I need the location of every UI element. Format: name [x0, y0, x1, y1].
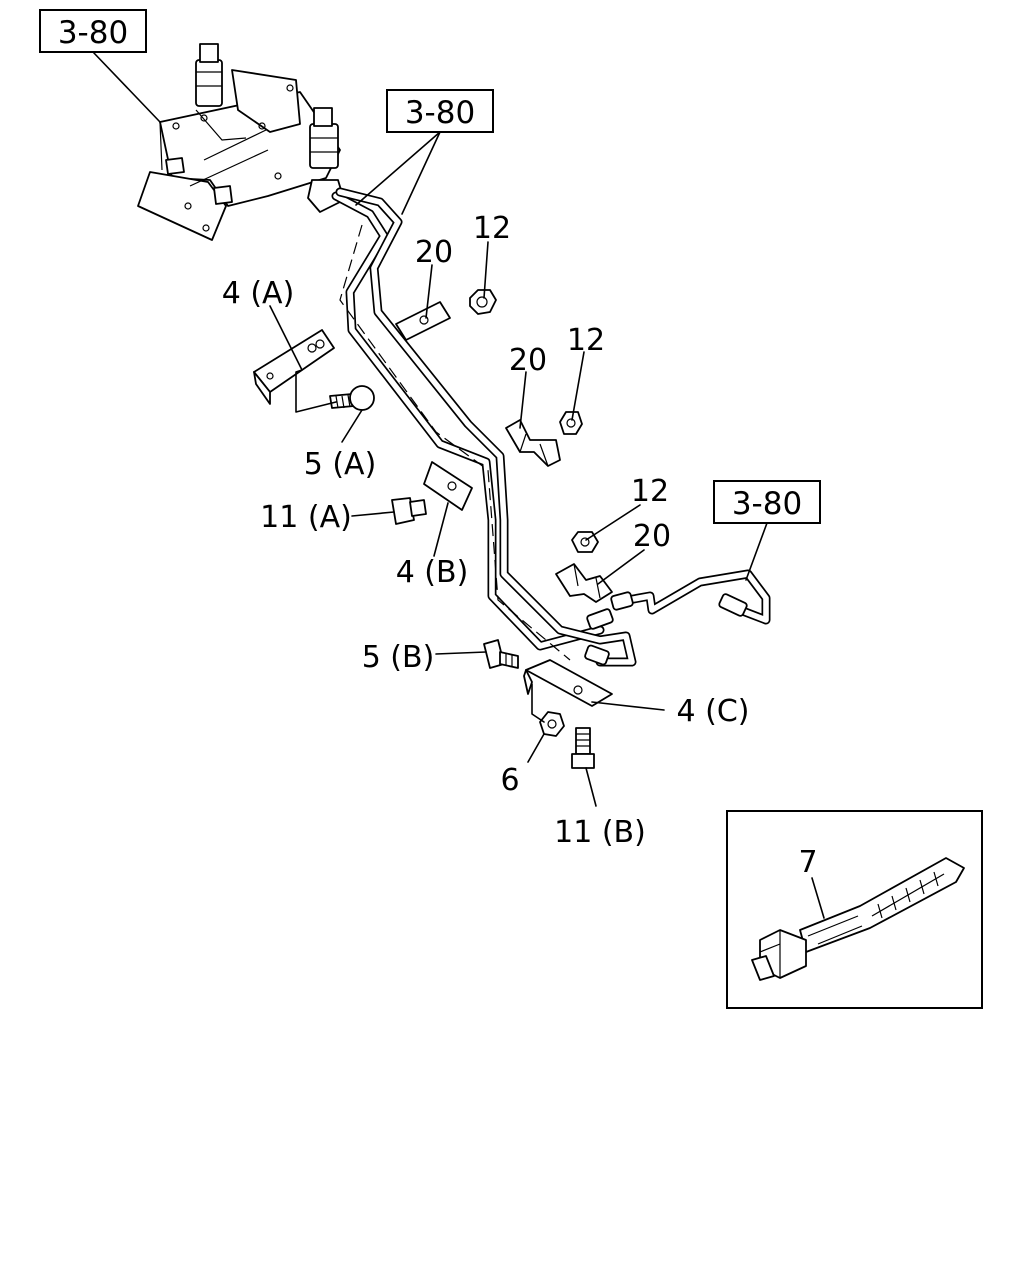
- ref-label: 3-80: [732, 486, 802, 522]
- ref-label: 3-80: [405, 95, 475, 131]
- nut-12-mid: [559, 411, 583, 435]
- label-11b[interactable]: 11 (B): [554, 815, 646, 850]
- nut-6: [539, 711, 565, 737]
- label-20-mid[interactable]: 20: [509, 343, 547, 378]
- bolt-11a: [391, 497, 427, 525]
- part-labels: 20 12 20 12 12 20 4 (A) 5 (A) 11 (A) 4 (…: [222, 211, 818, 880]
- clamp-20-top: [395, 301, 451, 341]
- label-4c[interactable]: 4 (C): [677, 694, 750, 729]
- fuel-pipes: [331, 187, 771, 667]
- ref-label: 3-80: [58, 15, 128, 51]
- label-20-top[interactable]: 20: [415, 235, 453, 270]
- clamp-20-mid: [505, 419, 561, 467]
- bracket-4b: [423, 461, 473, 511]
- bolt-5a: [329, 385, 375, 411]
- label-7[interactable]: 7: [798, 845, 817, 880]
- cable-tie-7: [751, 857, 965, 981]
- label-4b[interactable]: 4 (B): [396, 555, 469, 590]
- leader-lines: [92, 51, 825, 919]
- mounting-bracket: [137, 43, 345, 241]
- label-20-low[interactable]: 20: [633, 519, 671, 554]
- bolt-5b: [483, 639, 519, 669]
- label-12-mid[interactable]: 12: [567, 323, 605, 358]
- bracket-4c: [523, 659, 613, 707]
- clamp-20-low: [555, 563, 613, 603]
- label-11a[interactable]: 11 (A): [260, 500, 352, 535]
- label-6[interactable]: 6: [500, 763, 519, 798]
- label-5a[interactable]: 5 (A): [304, 447, 377, 482]
- bolt-11b: [571, 727, 595, 769]
- label-4a[interactable]: 4 (A): [222, 276, 295, 311]
- label-12-low[interactable]: 12: [631, 474, 669, 509]
- label-5b[interactable]: 5 (B): [362, 640, 435, 675]
- ref-box-top-left[interactable]: 3-80: [39, 9, 147, 53]
- ref-box-right[interactable]: 3-80: [713, 480, 821, 524]
- nut-12-top: [469, 289, 497, 315]
- ref-box-top-center[interactable]: 3-80: [386, 89, 494, 133]
- bracket-4a: [253, 329, 335, 405]
- label-12-top[interactable]: 12: [473, 211, 511, 246]
